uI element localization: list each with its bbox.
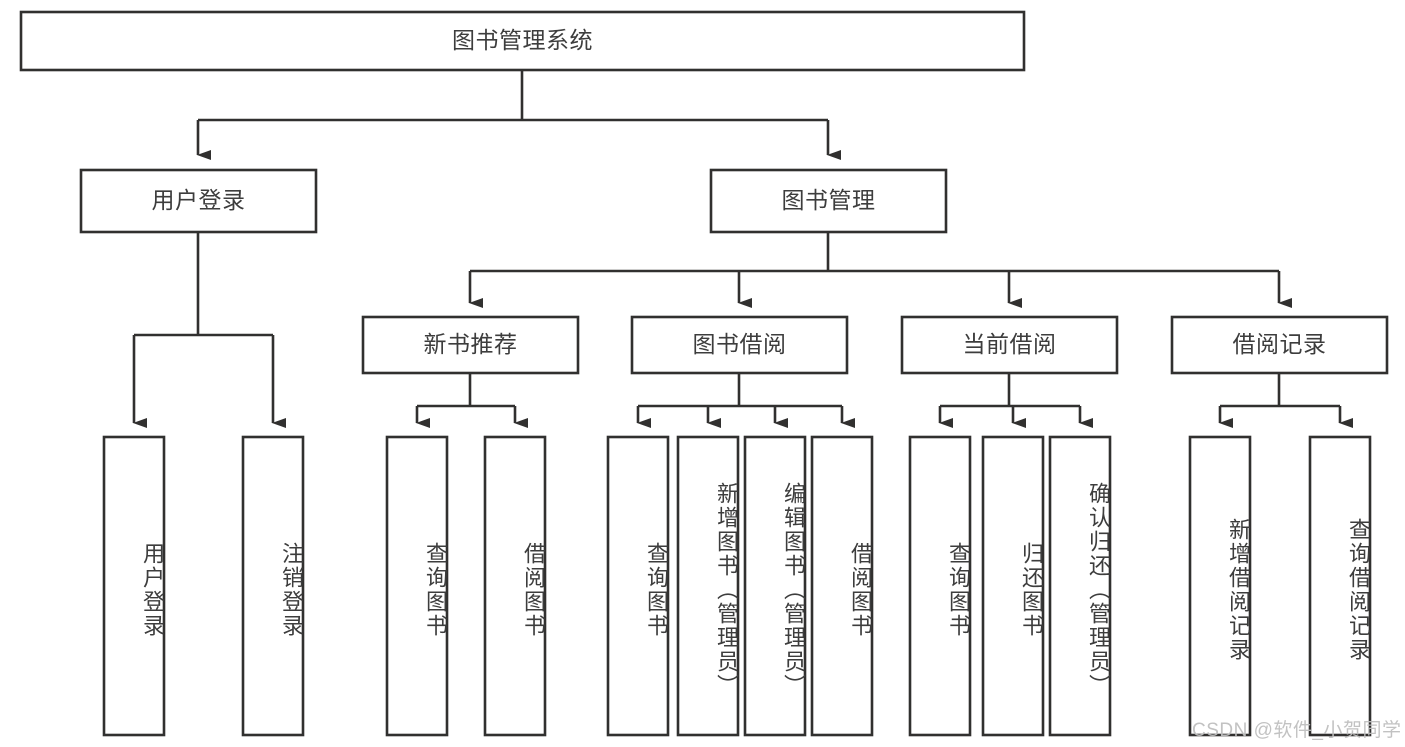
node-box-user-login[interactable] bbox=[79, 168, 318, 234]
leaf-box-confirm-return-admin[interactable] bbox=[1048, 435, 1112, 737]
leaf-box-user-login[interactable] bbox=[102, 435, 166, 737]
leaf-box-logout[interactable] bbox=[241, 435, 305, 737]
leaf-box-query-borrow-record[interactable] bbox=[1308, 435, 1372, 737]
node-box-current-borrow[interactable] bbox=[900, 315, 1119, 375]
node-box-new-book-recommend[interactable] bbox=[361, 315, 580, 375]
leaf-box-query-book-borrow[interactable] bbox=[606, 435, 670, 737]
node-box-root[interactable] bbox=[19, 10, 1026, 72]
leaf-box-query-book-rec[interactable] bbox=[385, 435, 449, 737]
leaf-box-add-borrow-record[interactable] bbox=[1188, 435, 1252, 737]
node-box-book-borrow[interactable] bbox=[630, 315, 849, 375]
csdn-watermark: CSDN @软件_小贺同学 bbox=[1192, 720, 1402, 741]
leaf-box-return-book[interactable] bbox=[981, 435, 1045, 737]
leaf-box-edit-book-admin[interactable] bbox=[743, 435, 807, 737]
leaf-box-add-book-admin[interactable] bbox=[676, 435, 740, 737]
leaf-box-borrow-book[interactable] bbox=[810, 435, 874, 737]
node-box-book-management[interactable] bbox=[709, 168, 948, 234]
leaf-box-query-book-current[interactable] bbox=[908, 435, 972, 737]
node-box-borrow-record[interactable] bbox=[1170, 315, 1389, 375]
leaf-box-borrow-book-rec[interactable] bbox=[483, 435, 547, 737]
